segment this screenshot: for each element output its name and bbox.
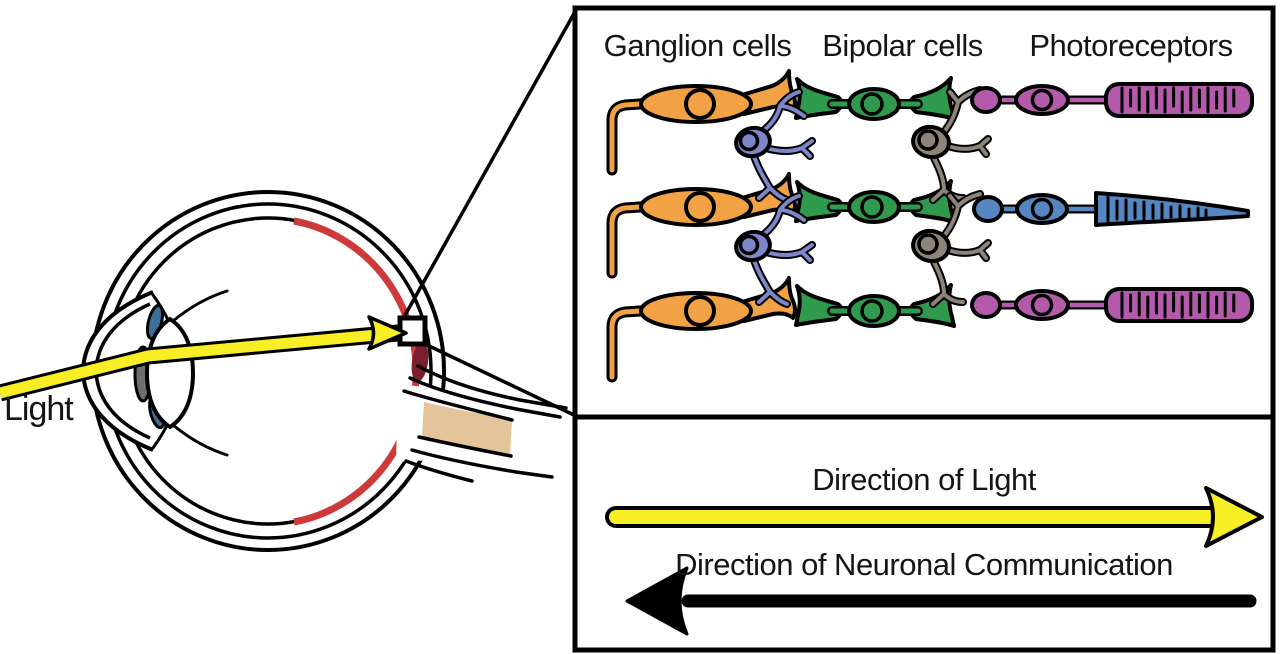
callout-line-bottom (426, 343, 577, 418)
light-label: Light (4, 390, 74, 428)
optic-nerve-sheath-lines (402, 364, 568, 483)
magnified-region-square (397, 315, 428, 347)
ganglion-cells-label: Ganglion cells (603, 28, 792, 63)
callout-line-top (402, 9, 578, 318)
lens (144, 316, 196, 430)
direction-arrows (605, 486, 1264, 636)
optic-nerve (422, 402, 512, 455)
light-direction-arrow (605, 486, 1264, 548)
light-ray-arrow (0, 315, 408, 402)
direction-box (572, 414, 1276, 653)
photoreceptors-label: Photoreceptors (1029, 28, 1233, 63)
eye-diagram (0, 9, 578, 552)
fovea-spot (411, 342, 429, 382)
bipolar-cells-label: Bipolar cells (822, 28, 983, 63)
direction-of-light-label: Direction of Light (812, 462, 1036, 497)
direction-of-neuronal-communication-label: Direction of Neuronal Communication (675, 547, 1173, 582)
neuronal-direction-arrow (625, 566, 1257, 636)
